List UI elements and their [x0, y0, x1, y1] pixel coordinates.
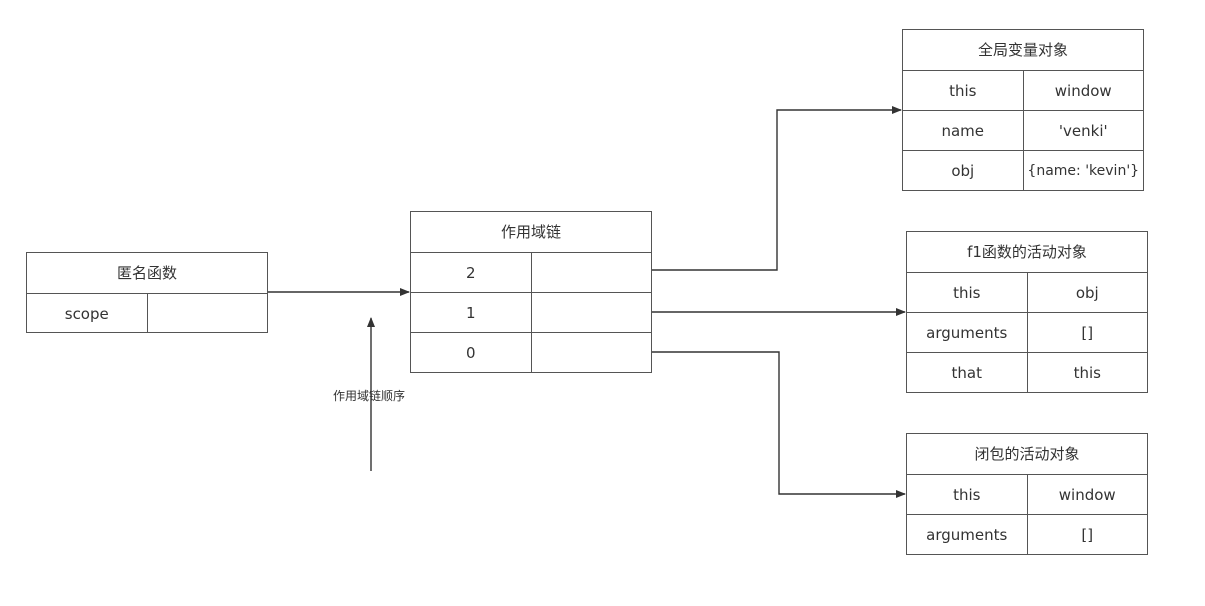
- edge-chain-0-to-closure-ao: [652, 351, 906, 498]
- chain-order-label: 作用域链顺序: [333, 389, 406, 403]
- global-vo-value: 'venki': [1022, 111, 1144, 150]
- f1-ao-value: this: [1026, 353, 1148, 392]
- scope-chain-slot: [530, 293, 652, 332]
- global-vo-title: 全局变量对象: [977, 41, 1068, 59]
- edge-chain-2-to-global-vo: [652, 106, 902, 271]
- f1-ao-box[interactable]: f1函数的活动对象 this obj arguments [] that thi…: [906, 231, 1148, 393]
- scope-chain-row-1: 1: [411, 292, 651, 332]
- scope-chain-slot: [530, 333, 652, 372]
- f1-ao-value: obj: [1026, 273, 1148, 312]
- closure-ao-key: arguments: [926, 525, 1008, 544]
- anonymous-fn-key: scope: [64, 304, 109, 323]
- global-vo-row-name: name 'venki': [903, 110, 1143, 150]
- global-vo-row-this: this window: [903, 70, 1143, 110]
- f1-ao-key: this: [953, 283, 981, 302]
- anonymous-fn-row-scope: scope: [27, 293, 267, 333]
- closure-ao-row-this: this window: [907, 474, 1147, 514]
- anonymous-fn-box[interactable]: 匿名函数 scope: [26, 252, 268, 333]
- global-vo-value: window: [1022, 71, 1144, 110]
- anonymous-fn-value: [146, 294, 268, 333]
- f1-ao-key: arguments: [926, 323, 1008, 342]
- f1-ao-row-that: that this: [907, 352, 1147, 392]
- scope-chain-index: 1: [465, 303, 476, 322]
- closure-ao-value: []: [1026, 515, 1148, 554]
- global-vo-row-obj: obj {name: 'kevin'}: [903, 150, 1143, 190]
- closure-ao-key: this: [953, 485, 981, 504]
- scope-chain-row-2: 2: [411, 252, 651, 292]
- scope-chain-box[interactable]: 作用域链 2 1 0: [410, 211, 652, 373]
- global-vo-key: obj: [951, 161, 975, 180]
- global-vo-key: this: [949, 81, 977, 100]
- closure-ao-title: 闭包的活动对象: [974, 445, 1080, 463]
- global-vo-value: {name: 'kevin'}: [1022, 151, 1144, 190]
- global-vo-box[interactable]: 全局变量对象 this window name 'venki' obj {nam…: [902, 29, 1144, 191]
- f1-ao-title: f1函数的活动对象: [967, 243, 1087, 261]
- scope-chain-slot: [530, 253, 652, 292]
- f1-ao-row-this: this obj: [907, 272, 1147, 312]
- f1-ao-key: that: [951, 363, 982, 382]
- closure-ao-row-arguments: arguments []: [907, 514, 1147, 554]
- closure-ao-box[interactable]: 闭包的活动对象 this window arguments []: [906, 433, 1148, 555]
- scope-chain-row-0: 0: [411, 332, 651, 372]
- scope-chain-title: 作用域链: [500, 223, 561, 241]
- f1-ao-value: []: [1026, 313, 1148, 352]
- f1-ao-row-arguments: arguments []: [907, 312, 1147, 352]
- anonymous-fn-title: 匿名函数: [116, 264, 177, 282]
- global-vo-key: name: [941, 121, 985, 140]
- scope-chain-index: 2: [465, 263, 476, 282]
- closure-ao-value: window: [1026, 475, 1148, 514]
- scope-chain-index: 0: [465, 343, 476, 362]
